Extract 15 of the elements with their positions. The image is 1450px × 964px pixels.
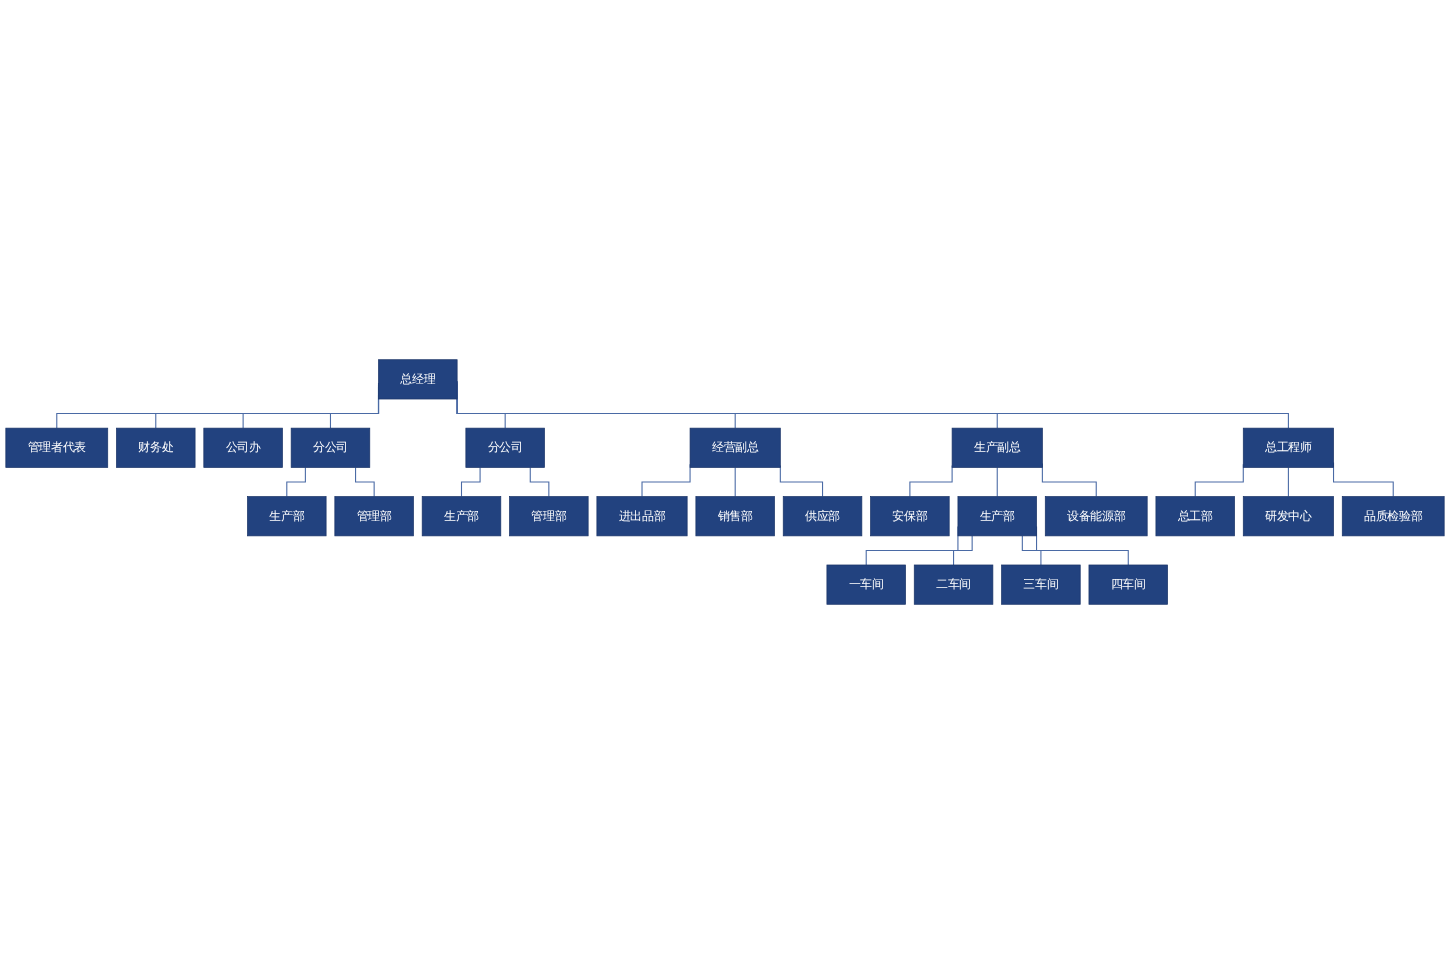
connector xyxy=(996,466,998,498)
connector xyxy=(329,394,380,429)
connector xyxy=(460,466,481,498)
connector xyxy=(286,466,306,498)
connector xyxy=(529,466,550,498)
connector xyxy=(1194,463,1244,498)
connector xyxy=(641,463,691,498)
connector xyxy=(1287,466,1289,498)
connector xyxy=(779,464,824,498)
connector xyxy=(953,535,973,566)
connector xyxy=(909,464,953,498)
connector xyxy=(1021,535,1042,566)
connector xyxy=(734,466,736,498)
connector xyxy=(355,466,375,498)
connector xyxy=(1041,462,1097,498)
